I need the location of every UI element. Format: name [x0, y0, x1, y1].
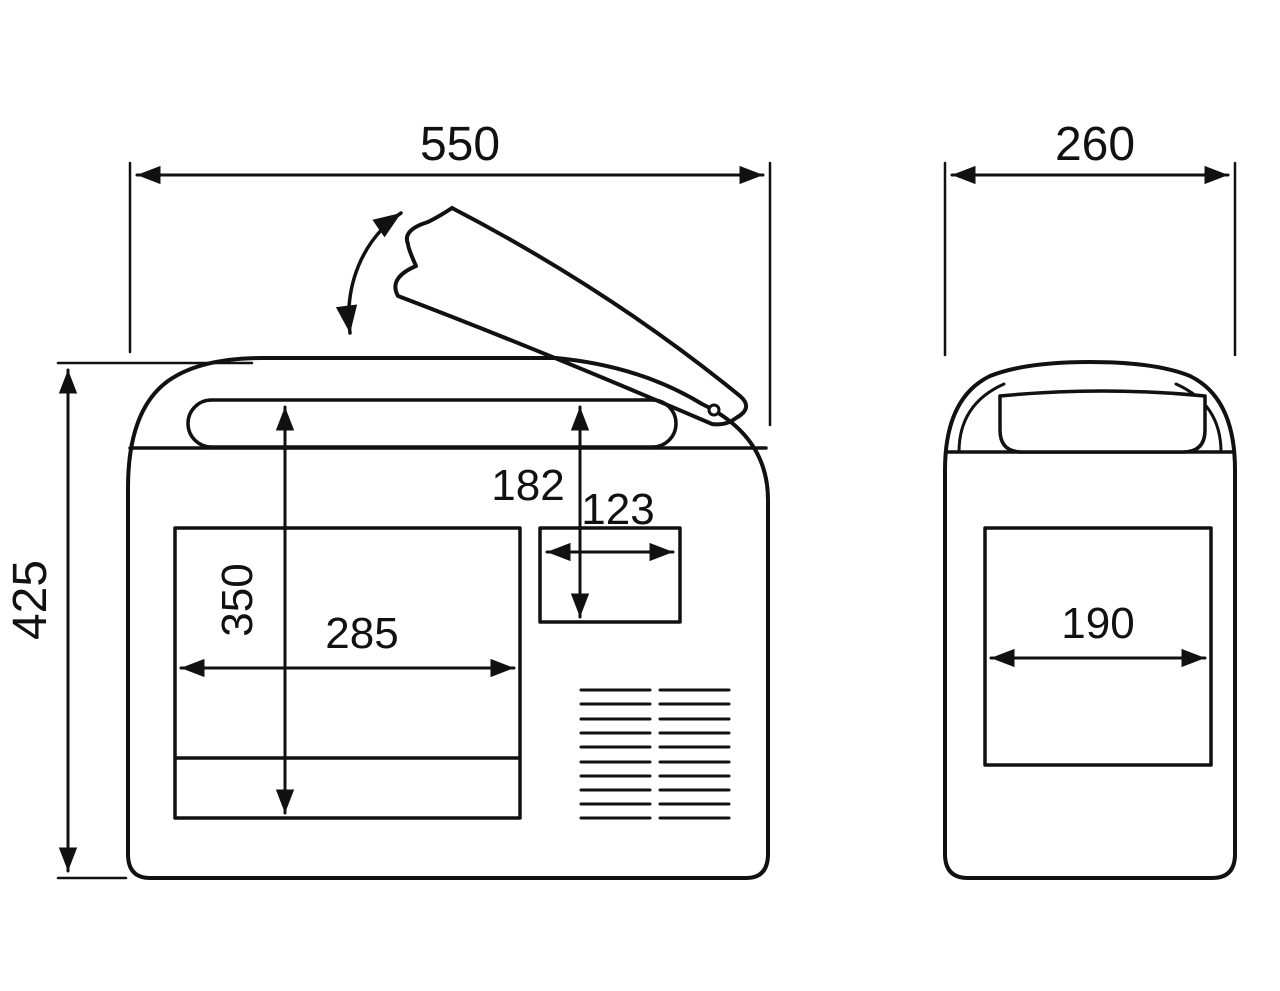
hinge-pin	[707, 403, 721, 417]
handle-groove	[186, 398, 678, 449]
dim-overall-width-label: 550	[420, 118, 500, 171]
side-handle-recess	[998, 389, 1207, 454]
dim-side-interior-width-label: 190	[1061, 599, 1134, 648]
dim-overall-height-label: 425	[4, 560, 57, 640]
dim-interior-depth: 350	[213, 405, 295, 815]
dim-pocket-width-label: 123	[581, 485, 654, 534]
dim-overall-width: 550	[128, 118, 772, 427]
dim-overall-depth-label: 260	[1055, 118, 1135, 171]
front-view	[126, 206, 770, 880]
open-lid	[393, 206, 748, 427]
dim-overall-height-witness	[56, 361, 254, 880]
dim-interior-width: 285	[179, 609, 516, 678]
dim-lid-recess-depth-label: 182	[491, 461, 564, 510]
dim-overall-depth-witness	[943, 161, 1237, 357]
front-body-outline	[126, 356, 770, 880]
interior-pocket	[538, 526, 682, 624]
side-view	[943, 360, 1237, 880]
side-body-outline	[943, 360, 1237, 880]
dimensions: 550 260 425 182 123	[4, 118, 1237, 880]
dim-overall-height: 425	[4, 361, 254, 880]
dim-interior-depth-label: 350	[213, 563, 262, 636]
dim-lid-recess-depth: 182	[491, 405, 590, 619]
interior-compartment	[173, 526, 522, 820]
dim-side-interior-width: 190	[989, 599, 1207, 668]
dim-overall-width-witness	[128, 161, 772, 427]
dim-interior-width-label: 285	[325, 609, 398, 658]
lid-open-direction-arrow	[335, 211, 403, 335]
vent-grille	[579, 688, 731, 820]
side-handle-corner-lines	[957, 382, 1223, 454]
dim-pocket-width: 123	[545, 485, 675, 562]
dim-overall-depth: 260	[943, 118, 1237, 357]
side-interior-compartment	[983, 526, 1213, 767]
